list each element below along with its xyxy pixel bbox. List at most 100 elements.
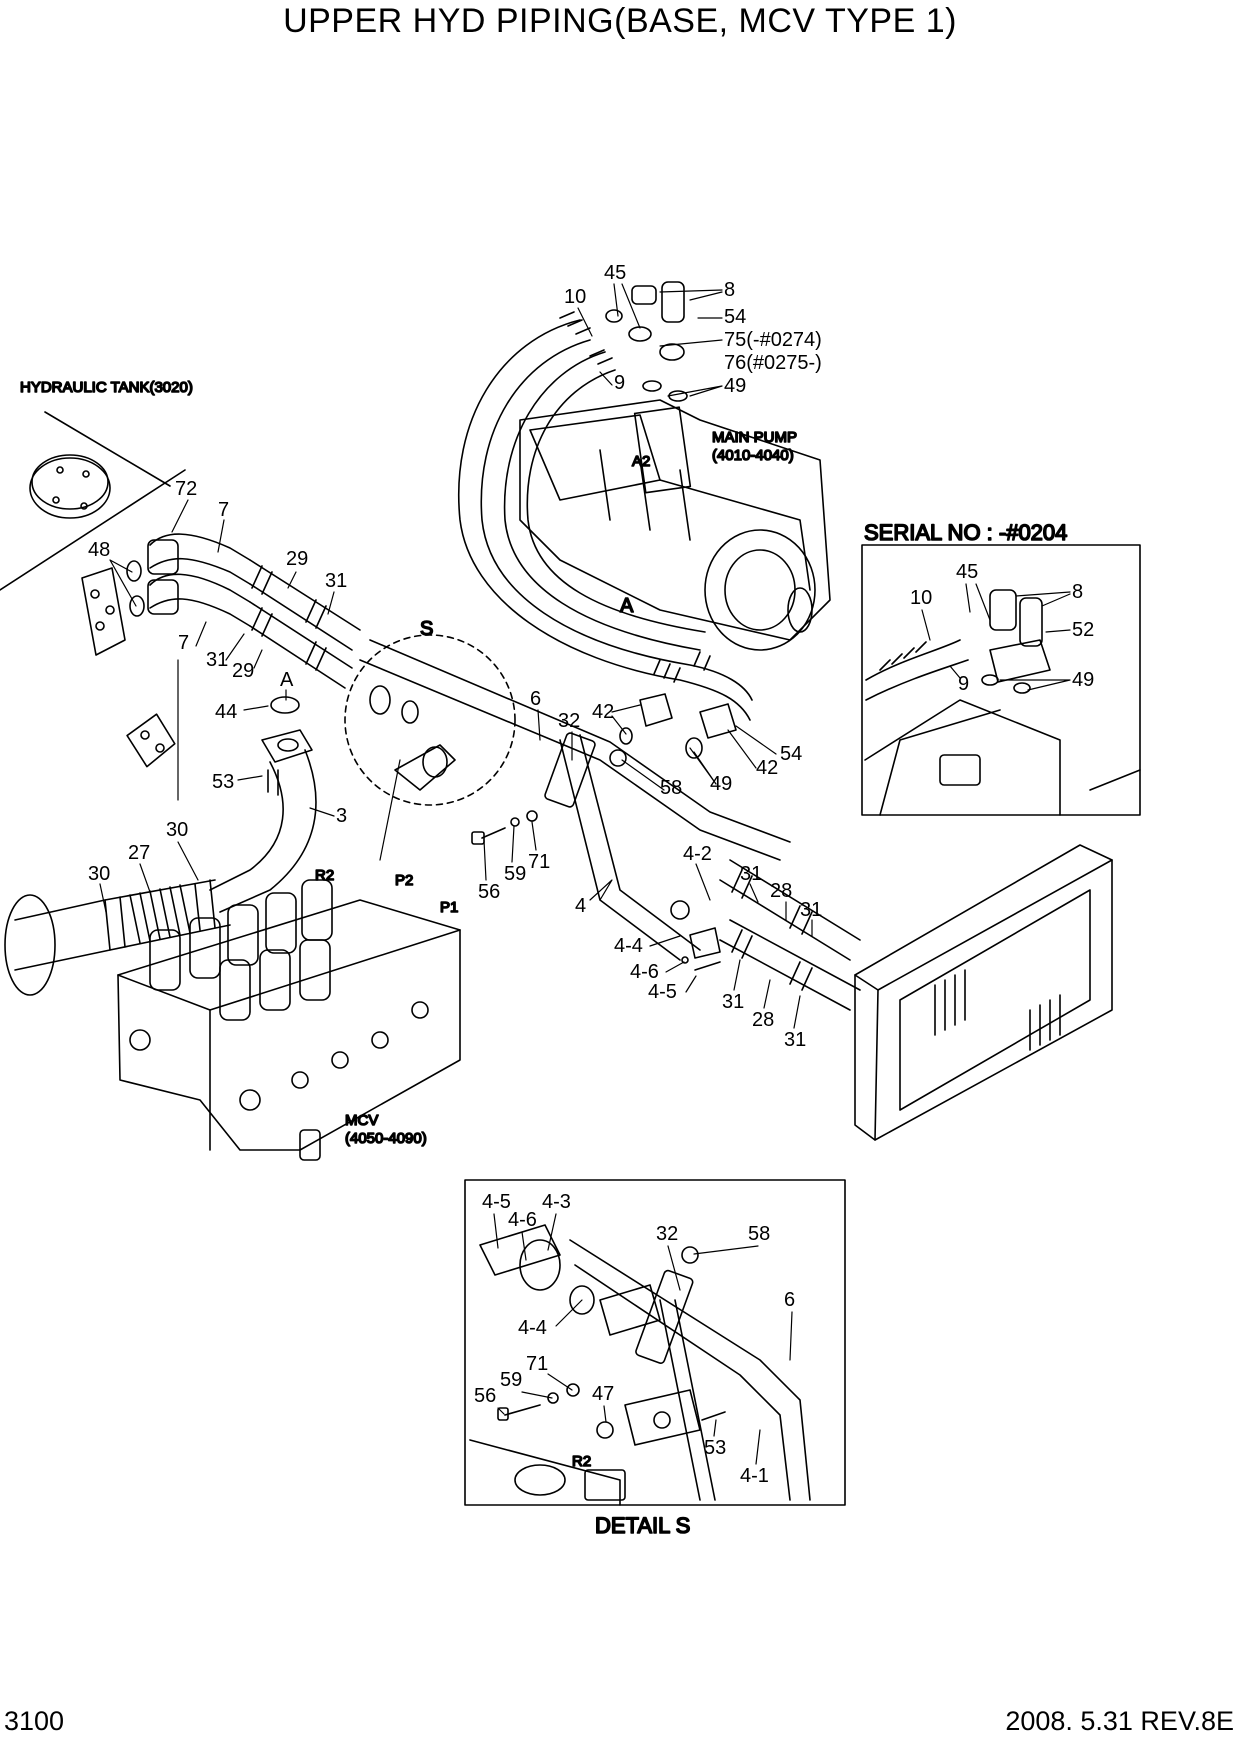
page-title: UPPER HYD PIPING(BASE, MCV TYPE 1)	[283, 2, 957, 40]
callout-3: 3	[336, 805, 347, 827]
callout-31d: 31	[800, 899, 822, 921]
port-p2-label: P2	[395, 872, 413, 889]
callout-7b: 7	[178, 632, 189, 654]
detail-callout-4-4: 4-4	[518, 1317, 547, 1339]
cooler-hoses	[719, 859, 861, 1011]
callout-group: 45 10 8 54 75(-#0274) 76(#0275-) 9 49 72…	[88, 262, 822, 1051]
callout-75: 75(-#0274)	[724, 329, 822, 351]
callout-49: 49	[724, 375, 746, 397]
serial-callout-52: 52	[1072, 619, 1094, 641]
serial-callout-group: 45 8 10 52 9 49	[910, 561, 1094, 695]
pressure-hoses	[458, 311, 753, 721]
detail-callout-59: 59	[500, 1369, 522, 1391]
serial-leader-lines	[921, 583, 1071, 691]
port-a2-label: A2	[632, 453, 650, 470]
callout-31b: 31	[206, 649, 228, 671]
callout-56: 56	[478, 881, 500, 903]
detail-callout-32: 32	[656, 1223, 678, 1245]
hose-flanges	[609, 693, 737, 767]
port-p1-label: P1	[440, 899, 458, 916]
callout-4: 4	[575, 895, 586, 917]
callout-58: 58	[660, 777, 682, 799]
hydraulic-tank	[0, 411, 186, 591]
callout-31a: 31	[325, 570, 347, 592]
mcv-valve	[117, 879, 461, 1161]
suction-pipe-3	[209, 696, 317, 913]
serial-inset-frame	[861, 544, 1141, 816]
callout-a: A	[280, 669, 294, 691]
callout-71: 71	[528, 851, 550, 873]
mcv-label: MCV	[345, 1112, 378, 1129]
main-pump-ref: (4010-4040)	[712, 447, 794, 464]
leader-lines	[99, 283, 813, 1029]
flange-44	[126, 713, 176, 768]
main-pump-label: MAIN PUMP	[712, 429, 797, 446]
callout-4-4: 4-4	[614, 935, 643, 957]
callout-7a: 7	[218, 499, 229, 521]
callout-44: 44	[215, 701, 237, 723]
serial-inset-drawing	[864, 589, 1141, 816]
callout-42a: 42	[592, 701, 614, 723]
callout-53: 53	[212, 771, 234, 793]
detail-s-frame	[464, 1179, 846, 1506]
detail-callout-47: 47	[592, 1383, 614, 1405]
detail-s-drawing	[469, 1224, 811, 1506]
main-pump	[519, 399, 831, 651]
callout-42b: 42	[756, 757, 778, 779]
pipe-4-fittings	[670, 900, 721, 971]
detail-callout-58: 58	[748, 1223, 770, 1245]
detail-callout-53: 53	[704, 1437, 726, 1459]
callout-48: 48	[88, 539, 110, 561]
port-r2-label: R2	[315, 867, 334, 884]
callout-9: 9	[614, 372, 625, 394]
detail-s-circle	[344, 634, 516, 806]
callout-6: 6	[530, 688, 541, 710]
main-pipe	[359, 639, 791, 961]
mcv-ref: (4050-4090)	[345, 1130, 427, 1147]
detail-s-fittings	[369, 685, 456, 791]
callout-29a: 29	[286, 548, 308, 570]
detail-callout-71: 71	[526, 1353, 548, 1375]
callout-32: 32	[558, 710, 580, 732]
serial-callout-10: 10	[910, 587, 932, 609]
detail-caption: DETAIL S	[595, 1513, 690, 1538]
callout-28b: 28	[752, 1009, 774, 1031]
serial-no-label: SERIAL NO : -#0204	[864, 520, 1067, 545]
bolt-set	[471, 810, 538, 845]
callout-8: 8	[724, 279, 735, 301]
detail-leader-lines	[493, 1213, 793, 1465]
detail-r2-label: R2	[572, 1453, 591, 1470]
callout-30a: 30	[166, 819, 188, 841]
revision-date: 2008. 5.31 REV.8E	[1005, 1706, 1234, 1736]
hydraulic-tank-label: HYDRAULIC TANK(3020)	[20, 379, 193, 396]
callout-76: 76(#0275-)	[724, 352, 822, 374]
detail-callout-group: 4-5 4-3 4-6 32 58 6 4-4 71 59 56 47 53 4…	[474, 1191, 795, 1487]
callout-59: 59	[504, 863, 526, 885]
return-pipes	[147, 533, 361, 689]
callout-54: 54	[724, 306, 746, 328]
callout-4-2: 4-2	[683, 843, 712, 865]
callout-27: 27	[128, 842, 150, 864]
callout-30b: 30	[88, 863, 110, 885]
detail-callout-6: 6	[784, 1289, 795, 1311]
serial-callout-49: 49	[1072, 669, 1094, 691]
callout-4-5: 4-5	[648, 981, 677, 1003]
callout-49b: 49	[710, 773, 732, 795]
detail-callout-4-1: 4-1	[740, 1465, 769, 1487]
view-s-label: S	[420, 618, 433, 640]
detail-callout-56: 56	[474, 1385, 496, 1407]
callout-72: 72	[175, 478, 197, 500]
callout-54b: 54	[780, 743, 802, 765]
serial-callout-8: 8	[1072, 581, 1083, 603]
callout-29b: 29	[232, 660, 254, 682]
detail-callout-4-3: 4-3	[542, 1191, 571, 1213]
flange-plate	[81, 560, 145, 656]
callout-31f: 31	[784, 1029, 806, 1051]
callout-31e: 31	[722, 991, 744, 1013]
detail-callout-4-5: 4-5	[482, 1191, 511, 1213]
callout-31c: 31	[740, 863, 762, 885]
callout-10: 10	[564, 286, 586, 308]
detail-callout-4-6: 4-6	[508, 1209, 537, 1231]
callout-45: 45	[604, 262, 626, 284]
oil-cooler	[854, 844, 1113, 1141]
